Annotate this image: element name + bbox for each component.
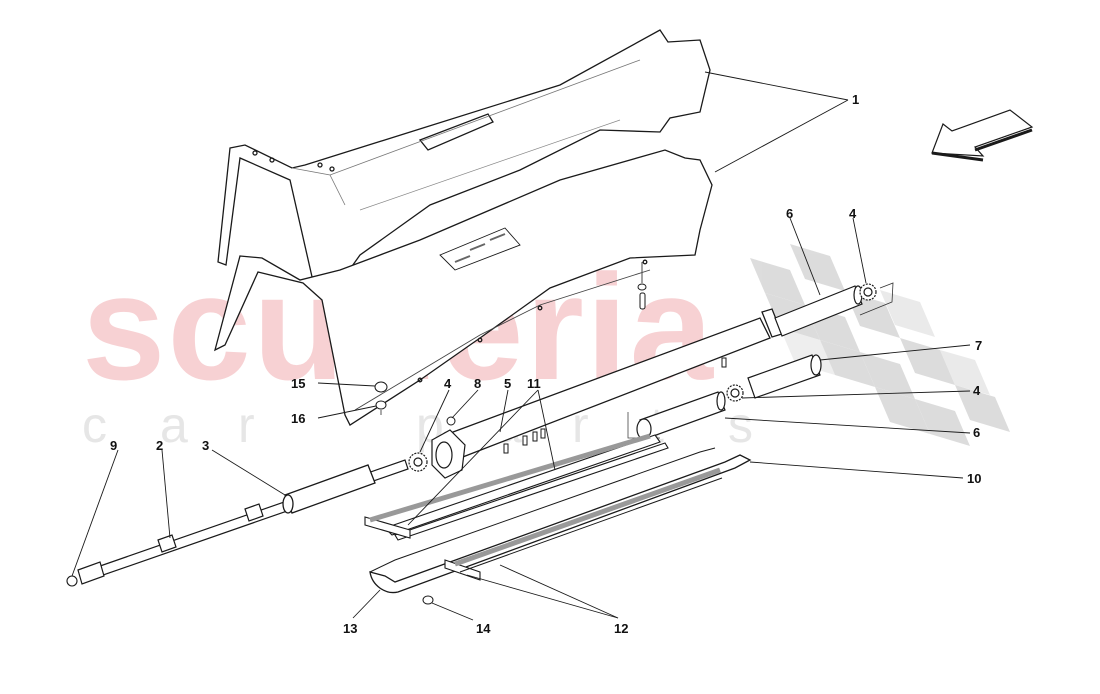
part-15-bush xyxy=(374,381,388,393)
callout-4-left: 4 xyxy=(444,376,452,391)
callout-6-lower: 6 xyxy=(973,425,981,440)
watermark-letter: r xyxy=(238,397,255,453)
callout-7: 7 xyxy=(975,338,983,353)
callout-1: 1 xyxy=(852,92,860,107)
tunnel-panel-upper xyxy=(217,29,711,301)
part-16-washer xyxy=(375,400,387,415)
callout-10: 10 xyxy=(967,471,982,486)
callout-12: 12 xyxy=(614,621,629,636)
part-9-cap xyxy=(66,575,78,587)
part-4-gear-left xyxy=(408,452,428,472)
part-12-seal-strips xyxy=(364,433,723,581)
callout-3: 3 xyxy=(202,438,210,453)
part-6-tube-lower xyxy=(627,391,726,440)
part-4-gear-upper xyxy=(859,283,877,301)
callout-16: 16 xyxy=(291,411,306,426)
callout-6-upper: 6 xyxy=(786,206,794,221)
watermark-letter: a xyxy=(160,397,188,453)
watermark-letter: s xyxy=(728,397,753,453)
leader-lines xyxy=(71,71,971,621)
panel-bolt xyxy=(637,262,647,310)
watermark-letter: c xyxy=(82,397,107,453)
direction-arrow-icon xyxy=(931,109,1034,162)
callout-2: 2 xyxy=(156,438,164,453)
flange xyxy=(431,429,466,479)
part-8-nut xyxy=(446,416,456,426)
checkered-flag-watermark xyxy=(750,244,1010,446)
callout-8: 8 xyxy=(474,376,482,391)
tunnel-panel-lower xyxy=(214,149,713,426)
part-11-studs xyxy=(503,357,727,454)
part-7-tube xyxy=(747,354,822,399)
callout-4-right: 4 xyxy=(973,383,981,398)
callout-9: 9 xyxy=(110,438,118,453)
callout-11: 11 xyxy=(527,376,541,391)
part-14-grommet xyxy=(422,595,434,605)
part-4-gear-middle xyxy=(726,384,744,402)
callout-15: 15 xyxy=(291,376,306,391)
part-3-sleeve xyxy=(282,464,376,514)
callout-4-upper: 4 xyxy=(849,206,857,221)
callout-14: 14 xyxy=(476,621,491,636)
part-10-strip xyxy=(383,434,669,541)
callout-13: 13 xyxy=(343,621,358,636)
guide-line xyxy=(859,282,894,316)
callout-5: 5 xyxy=(504,376,512,391)
